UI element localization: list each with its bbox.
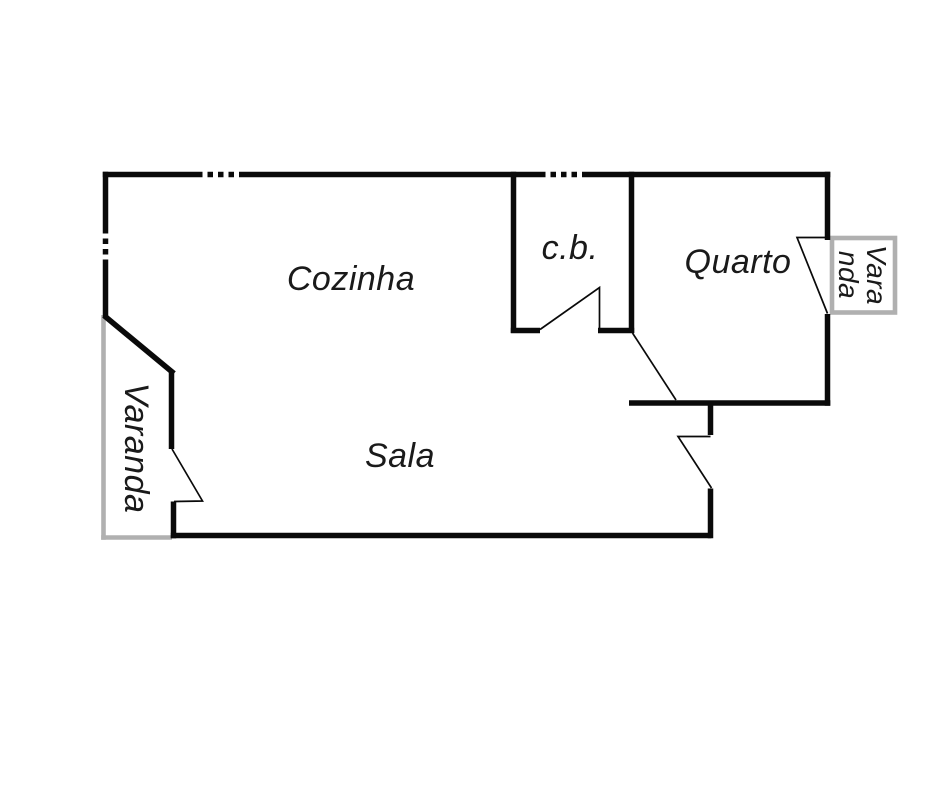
cb-door-swing: [539, 285, 601, 331]
label-varanda-right-line2: nda: [833, 251, 864, 299]
wall-balcony-diagonal: [102, 313, 176, 376]
walls: [102, 171, 831, 539]
label-cb: c.b.: [542, 229, 599, 267]
label-quarto: Quarto: [685, 243, 792, 281]
sala-balcony-door-swing: [171, 448, 204, 503]
door-swings: [171, 236, 829, 503]
right-balcony-outline: [829, 235, 898, 315]
label-cozinha: Cozinha: [287, 260, 415, 298]
label-varanda-left: Varanda: [117, 383, 155, 514]
label-varanda-right-line1: Vara: [861, 245, 892, 305]
label-sala: Sala: [365, 437, 435, 475]
balcony-railings: [101, 235, 898, 540]
windows: [102, 171, 586, 262]
room-labels: Cozinha c.b. Quarto Sala Varanda Vara nd…: [117, 229, 892, 513]
quarto-balcony-door-swing: [795, 236, 829, 314]
entry-door-swing: [676, 435, 713, 489]
quarto-door-swing: [631, 332, 677, 401]
